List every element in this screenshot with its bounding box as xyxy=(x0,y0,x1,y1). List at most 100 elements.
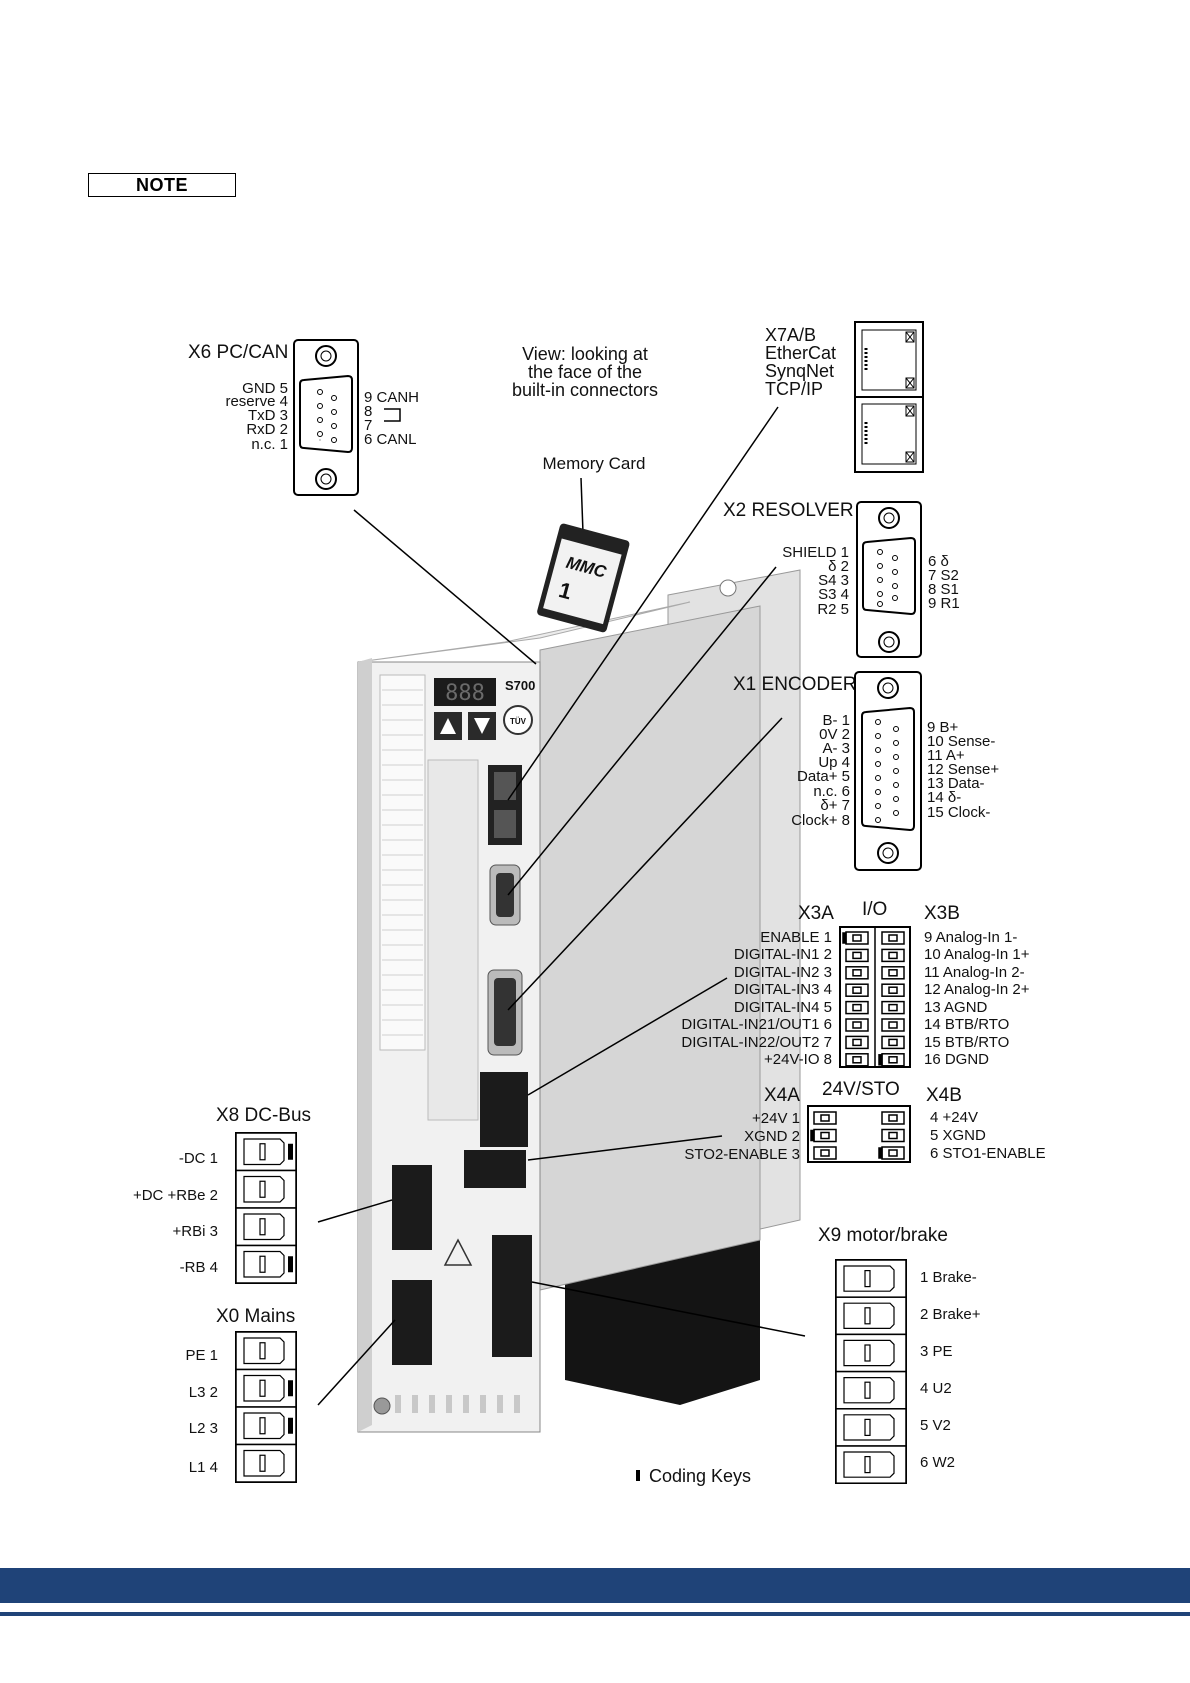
servo-drive-device: 888 S700 TÜV xyxy=(357,569,801,1433)
x1-pin-label: 0V 2 xyxy=(819,726,850,743)
x6-pin-label: n.c. 1 xyxy=(251,436,288,453)
x2-pin-label: 9 R1 xyxy=(928,595,960,612)
x8-pin-label: +DC +RBe 2 xyxy=(133,1187,218,1204)
x8-port[interactable] xyxy=(392,1165,432,1250)
x6-pin-label: 6 CANL xyxy=(364,431,417,448)
x6-pin-label: 8 xyxy=(364,403,372,420)
arrow-down-icon xyxy=(474,718,490,734)
x0-pin-label: L2 3 xyxy=(189,1420,218,1437)
x1-connector: X1 ENCODER B- 1 0V 2 A- 3 Up 4 Data+ 5 n… xyxy=(507,671,999,1011)
terminal-contact-icon xyxy=(852,1056,862,1064)
x8-pin-label: -RB 4 xyxy=(180,1259,218,1276)
x2-pin-label: 7 S2 xyxy=(928,567,959,584)
x3-pin-label: 9 Analog-In 1- xyxy=(924,929,1017,946)
x4-port[interactable] xyxy=(464,1150,526,1188)
x7-label-line: EtherCat xyxy=(765,343,836,363)
x3-connector: X3A I/O X3B ENABLE 1 DIGITAL-IN1 2 DIGIT… xyxy=(527,899,1030,1096)
x9-pin-label: 3 PE xyxy=(920,1343,953,1360)
coding-key-icon xyxy=(878,1054,883,1066)
x3-pin-label: DIGITAL-IN1 2 xyxy=(734,946,832,963)
x7-label-line: X7A/B xyxy=(765,325,816,345)
x9-pin-label: 6 W2 xyxy=(920,1454,955,1471)
terminal-contact-icon xyxy=(864,1455,871,1474)
terminal-contact-icon xyxy=(852,969,862,977)
arrow-up-icon xyxy=(440,718,456,734)
x7-label-line: TCP/IP xyxy=(765,379,823,399)
x1-pin-label: δ+ 7 xyxy=(820,797,850,814)
x9-pin-label: 2 Brake+ xyxy=(920,1306,981,1323)
x1-pin-label: 10 Sense- xyxy=(927,733,995,750)
x3b-title: X3B xyxy=(924,903,960,924)
x1-pin-label: 15 Clock- xyxy=(927,804,990,821)
x4-pin-label: 6 STO1-ENABLE xyxy=(930,1145,1046,1162)
x1-pin-label: Up 4 xyxy=(818,754,850,771)
x3-pin-label: 11 Analog-In 2- xyxy=(924,964,1025,981)
x3-pin-label: DIGITAL-IN2 3 xyxy=(734,964,832,981)
x3-pin-label: 12 Analog-In 2+ xyxy=(924,981,1030,998)
x4-pin-label: 5 XGND xyxy=(930,1127,986,1144)
coding-keys-legend: Coding Keys xyxy=(636,1466,751,1486)
x9-pin-label: 4 U2 xyxy=(920,1380,952,1397)
x8-connector: X8 DC-Bus -DC 1 +DC +RBe 2 +RBi 3 -RB 4 xyxy=(133,1105,393,1284)
terminal-contact-icon xyxy=(852,986,862,994)
x4-pin-label: +24V 1 xyxy=(752,1110,800,1127)
terminal-contact-icon xyxy=(259,1218,266,1236)
x4-pin-label: 4 +24V xyxy=(930,1109,978,1126)
terminal-contact-icon xyxy=(820,1131,830,1140)
x1-pin-label: A- 3 xyxy=(822,740,850,757)
x8-title: X8 DC-Bus xyxy=(216,1105,311,1126)
x2-title: X2 RESOLVER xyxy=(723,500,854,521)
view-caption-line: built-in connectors xyxy=(512,380,658,400)
x6-title: X6 PC/CAN xyxy=(188,342,288,363)
terminal-contact-icon xyxy=(888,1038,898,1047)
x0-pin-label: L1 4 xyxy=(189,1459,218,1476)
x3-pin-label: DIGITAL-IN3 4 xyxy=(734,981,832,998)
view-caption-line: View: looking at xyxy=(522,344,648,364)
x8-pin-label: -DC 1 xyxy=(179,1150,218,1167)
terminal-contact-icon xyxy=(888,986,898,994)
x2-pin-label: S4 3 xyxy=(818,572,849,589)
x4b-title: X4B xyxy=(926,1085,962,1106)
coding-key-icon xyxy=(636,1470,640,1481)
x3-pin-label: 13 AGND xyxy=(924,999,988,1016)
terminal-contact-icon xyxy=(259,1143,266,1161)
x6-pin-label: 9 CANH xyxy=(364,389,419,406)
x8-pin-label: +RBi 3 xyxy=(173,1223,218,1240)
x3-pin-label: 10 Analog-In 1+ xyxy=(924,946,1030,963)
x2-pin-label: 8 S1 xyxy=(928,581,959,598)
x2-connector: X2 RESOLVER SHIELD 1 δ 2 S4 3 S3 4 R2 5 … xyxy=(507,500,960,896)
device-display: 888 xyxy=(445,681,485,706)
x6-pin-label: RxD 2 xyxy=(246,421,288,438)
x3-port[interactable] xyxy=(480,1072,528,1147)
x6-connector: X6 PC/CAN GND 5 reserve 4 TxD 3 RxD 2 n.… xyxy=(188,339,537,665)
x2-pin-label: SHIELD 1 xyxy=(782,544,849,561)
terminal-contact-icon xyxy=(259,1379,266,1397)
coding-keys-label: Coding Keys xyxy=(649,1466,751,1486)
memory-card-group: Memory Card MMC 1 xyxy=(537,454,645,633)
x6-pin-label: 7 xyxy=(364,417,372,434)
ground-screw-icon xyxy=(373,1397,391,1415)
x3-io-title: I/O xyxy=(862,899,887,920)
x9-pin-label: 1 Brake- xyxy=(920,1269,977,1286)
x0-port[interactable] xyxy=(392,1280,432,1365)
terminal-contact-icon xyxy=(888,1056,898,1064)
terminal-contact-icon xyxy=(864,1344,871,1362)
x1-pin-label: 11 A+ xyxy=(927,747,965,764)
footer-line xyxy=(0,1612,1190,1616)
x9-title: X9 motor/brake xyxy=(818,1225,948,1246)
x3-pin-label: DIGITAL-IN4 5 xyxy=(734,999,832,1016)
x9-port[interactable] xyxy=(492,1235,532,1357)
x1-title: X1 ENCODER xyxy=(733,674,857,695)
x3-pin-label: +24V-IO 8 xyxy=(764,1051,832,1068)
terminal-contact-icon xyxy=(852,1021,862,1029)
terminal-contact-icon xyxy=(888,1131,898,1140)
view-caption: View: looking at the face of the built-i… xyxy=(512,344,658,400)
x1-pin-label: Data+ 5 xyxy=(797,768,850,785)
warning-icon xyxy=(443,1238,473,1266)
terminal-contact-icon xyxy=(820,1149,830,1157)
x4-pin-label: XGND 2 xyxy=(744,1128,800,1145)
terminal-contact-icon xyxy=(888,1149,898,1157)
coding-key-icon xyxy=(810,1129,815,1142)
x3-pin-label: ENABLE 1 xyxy=(760,929,832,946)
x3-pin-label: DIGITAL-IN21/OUT1 6 xyxy=(681,1016,832,1033)
